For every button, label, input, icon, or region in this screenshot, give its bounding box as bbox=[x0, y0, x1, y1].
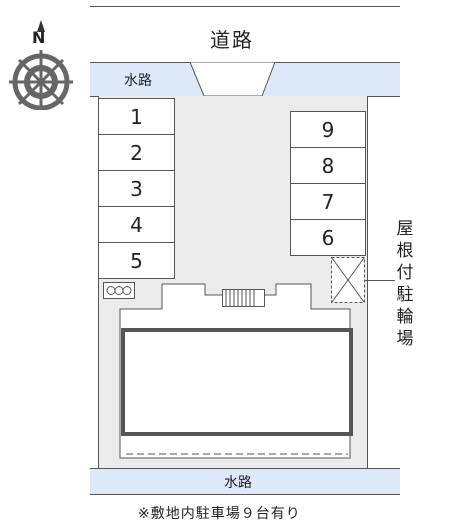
roof-bicycle-parking-label: 屋 根 付 駐 輪 場 bbox=[396, 219, 414, 349]
parking-slot-9: 9 bbox=[290, 111, 366, 148]
parking-slot-6: 6 bbox=[290, 219, 366, 256]
roof-label-connector bbox=[365, 280, 395, 281]
parking-slot-5: 5 bbox=[98, 242, 175, 279]
compass-north-label: N bbox=[32, 28, 46, 47]
parking-footnote: ※敷地内駐車場９台有り bbox=[138, 506, 301, 522]
road-edge-line bbox=[90, 6, 400, 7]
waterway-bottom bbox=[90, 468, 400, 495]
staircase-icon bbox=[222, 289, 265, 307]
parking-slot-3: 3 bbox=[98, 170, 175, 207]
north-compass-icon bbox=[6, 10, 76, 114]
parking-slot-2: 2 bbox=[98, 134, 175, 171]
parking-slot-1: 1 bbox=[98, 98, 175, 135]
parking-slot-4: 4 bbox=[98, 206, 175, 243]
mailbox-icon bbox=[103, 282, 135, 299]
roof-bicycle-parking-box bbox=[331, 257, 365, 303]
waterway-bridge bbox=[189, 61, 276, 97]
waterway-top-label: 水路 bbox=[124, 73, 152, 89]
building-main bbox=[121, 328, 353, 436]
road-label: 道路 bbox=[210, 28, 254, 52]
waterway-bottom-label: 水路 bbox=[224, 475, 252, 491]
parking-slot-7: 7 bbox=[290, 183, 366, 220]
parking-slot-8: 8 bbox=[290, 147, 366, 184]
